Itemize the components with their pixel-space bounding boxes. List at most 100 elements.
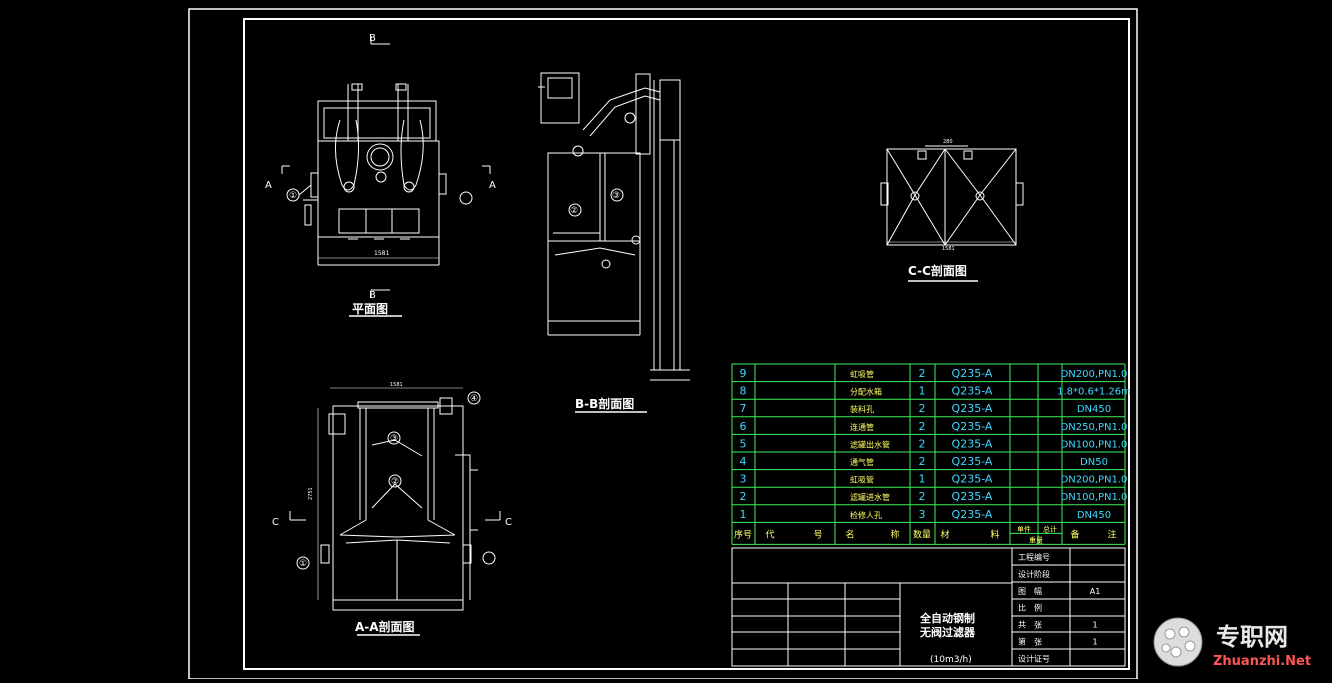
bom-row-name: 检修人孔	[850, 510, 882, 520]
cc-dimension-top: 280	[943, 139, 953, 145]
aa-section-view	[289, 387, 501, 636]
bom-row-material: Q235-A	[952, 473, 993, 486]
title-block-field-label: 图 幅	[1018, 586, 1042, 596]
bom-header-code1: 代	[765, 529, 774, 540]
bom-row-spec: DN450	[1077, 510, 1111, 521]
bb-view-title: B-B剖面图	[575, 396, 634, 411]
title-block-field-label: 设计阶段	[1018, 569, 1050, 579]
bom-row-name: 装料孔	[850, 404, 874, 414]
bom-header-mat2: 料	[990, 528, 999, 540]
title-block-field-lines	[1012, 564, 1125, 650]
bb-section-view	[538, 72, 690, 413]
title-block-field-value: A1	[1090, 587, 1101, 596]
bom-header-total: 总计	[1043, 524, 1057, 533]
bom-row-spec: DN100,PN1.0	[1061, 439, 1128, 450]
drawing-title-line-1: 全自动钢制	[919, 611, 975, 625]
bom-row-qty: 2	[919, 455, 926, 468]
bom-row-no: 2	[740, 490, 747, 503]
bom-row-no: 1	[740, 508, 747, 521]
aa-section-label-c-left: C	[272, 517, 279, 528]
bom-row-no: 7	[740, 402, 747, 415]
bom-row-no: 4	[740, 455, 747, 468]
aa-dimension-top: 1581	[390, 382, 403, 388]
plan-section-label-a-right: A	[489, 180, 496, 191]
plan-section-label-b-bottom: B	[369, 290, 376, 301]
bom-header-unit: 单件	[1017, 524, 1031, 533]
plan-section-label-a-left: A	[265, 180, 272, 191]
bom-row-material: Q235-A	[952, 402, 993, 415]
bb-balloon-2: ②	[570, 206, 578, 216]
title-block-field-label: 比 例	[1018, 603, 1042, 613]
bom-row-material: Q235-A	[952, 437, 993, 450]
aa-section-label-c-right: C	[505, 517, 512, 528]
bb-balloon-3: ③	[612, 191, 620, 201]
bom-header-weight: 重量	[1029, 536, 1043, 544]
title-block-field-label: 工程编号	[1018, 552, 1050, 562]
bom-row-name: 通气管	[850, 457, 874, 467]
bom-header-rem1: 备	[1070, 528, 1079, 540]
bom-row-no: 8	[740, 385, 747, 398]
bom-header-code2: 号	[813, 529, 822, 540]
bom-row-qty: 2	[919, 402, 926, 415]
bom-row-spec: DN250,PN1.0	[1061, 422, 1128, 433]
bom-row-qty: 2	[919, 437, 926, 450]
bom-row-name: 连通管	[850, 422, 874, 432]
title-block-field-value: 1	[1092, 638, 1097, 647]
bom-row-name: 虹吸管	[850, 475, 874, 485]
bom-row-material: Q235-A	[952, 385, 993, 398]
inner-frame	[243, 18, 1130, 670]
bom-row-no: 5	[740, 437, 747, 450]
title-block	[731, 547, 1126, 667]
bom-row-qty: 2	[919, 490, 926, 503]
bom-row-material: Q235-A	[952, 490, 993, 503]
bom-row-qty: 2	[919, 367, 926, 380]
outer-frame	[188, 8, 1138, 680]
bom-row-name: 虹吸管	[850, 369, 874, 379]
plan-balloon-1: ①	[289, 191, 297, 201]
bom-row-no: 9	[740, 367, 747, 380]
cc-view-title: C-C剖面图	[908, 263, 967, 278]
watermark: 专职网 Zhuanzhi.Net	[1153, 617, 1311, 669]
watermark-chinese: 专职网	[1216, 623, 1288, 651]
bom-row-qty: 1	[919, 385, 926, 398]
aa-balloon-3: ③	[390, 434, 398, 444]
aa-balloon-1: ①	[299, 559, 307, 569]
aa-balloon-2: ②	[391, 477, 399, 487]
bom-row-name: 分配水箱	[850, 387, 882, 397]
plan-section-label-b-top: B	[369, 33, 376, 44]
bom-row-spec: DN100,PN1.0	[1061, 492, 1128, 503]
plan-view-title: 平面图	[352, 302, 388, 316]
plan-dimension: 1581	[374, 250, 389, 257]
drawing-title-line-2: 无阀过滤器	[919, 625, 976, 639]
cc-dimension-bottom: 1581	[942, 246, 955, 252]
bom-row-no: 6	[740, 420, 747, 433]
bom-row-qty: 2	[919, 420, 926, 433]
bom-header-name1: 名	[845, 528, 854, 540]
cc-section-view	[880, 145, 1024, 282]
bom-row-qty: 1	[919, 473, 926, 486]
bom-row-qty: 3	[919, 508, 926, 521]
bom-row-spec: DN50	[1080, 457, 1108, 468]
bom-row-material: Q235-A	[952, 367, 993, 380]
watermark-logo-icon	[1153, 617, 1203, 667]
bom-row-spec: DN450	[1077, 404, 1111, 415]
bom-row-material: Q235-A	[952, 420, 993, 433]
aa-dimension-left: 2751	[308, 487, 314, 500]
bom-header-no: 序号	[734, 528, 752, 540]
bom-row-spec: DN200,PN1.0	[1061, 369, 1128, 380]
aa-balloon-4: ④	[470, 394, 478, 404]
plan-view	[281, 36, 491, 317]
title-block-field-value: 1	[1092, 621, 1097, 630]
title-block-field-label: 第 张	[1018, 637, 1042, 647]
bom-header-rem2: 注	[1107, 528, 1116, 540]
bom-row-name: 滤罐进水管	[850, 492, 890, 502]
watermark-english: Zhuanzhi.Net	[1213, 654, 1311, 669]
title-block-field-label: 设计证号	[1018, 653, 1050, 663]
bom-header-qty: 数量	[913, 528, 931, 540]
bom-header-mat1: 材	[940, 528, 949, 540]
title-block-field-label: 共 张	[1018, 621, 1042, 630]
aa-view-title: A-A剖面图	[355, 619, 415, 634]
